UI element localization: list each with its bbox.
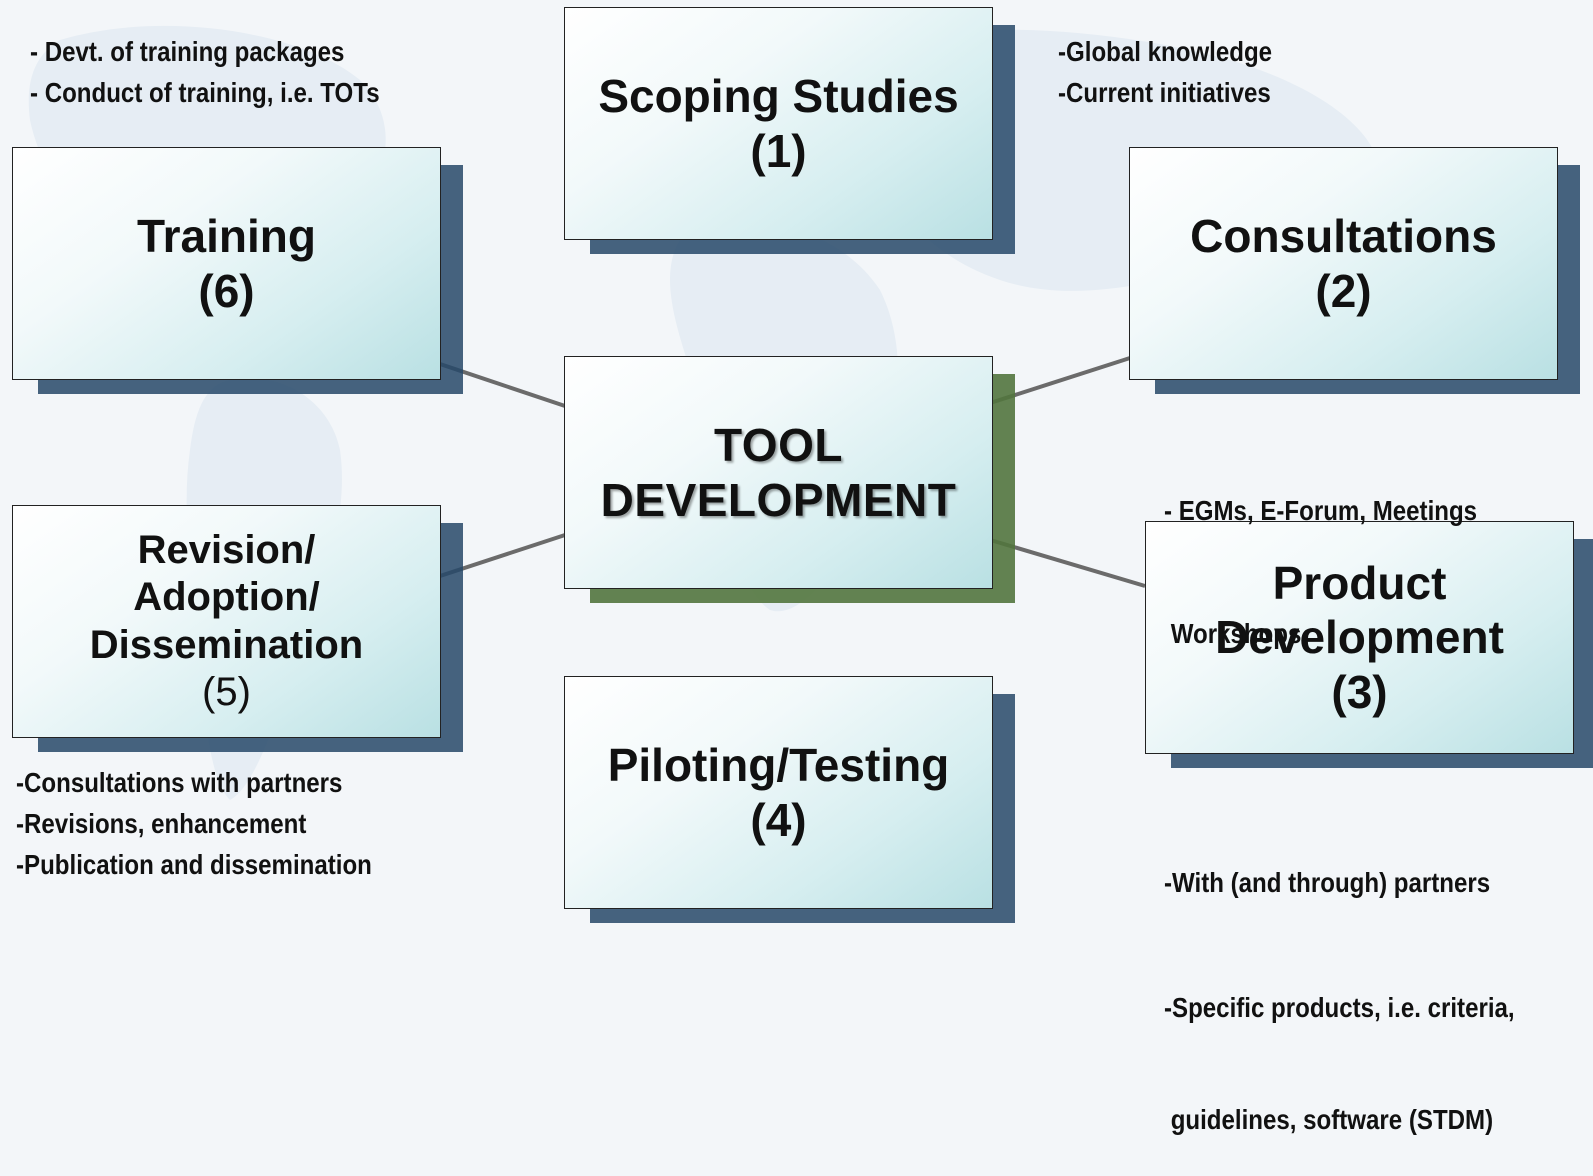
product-development-title-line2: Development — [1215, 611, 1504, 664]
training-note: - Devt. of training packages — [30, 36, 345, 67]
piloting-testing-title: Piloting/Testing — [607, 739, 950, 792]
product-development-title-line1: Product — [1272, 557, 1447, 610]
consultations-box: Consultations (2) — [1129, 147, 1558, 380]
piloting-testing-number: (4) — [750, 793, 807, 846]
consultations-note: - EGMs, E-Forum, Meetings — [1164, 495, 1478, 526]
consultations-title: Consultations — [1190, 210, 1497, 263]
scoping-note: -Current initiatives — [1058, 77, 1271, 108]
revision-notes: -Consultations with partners -Revisions,… — [16, 762, 372, 885]
scoping-notes: -Global knowledge -Current initiatives — [1058, 31, 1272, 113]
product-note: -Specific products, i.e. criteria, — [1164, 992, 1515, 1023]
training-notes: - Devt. of training packages - Conduct o… — [30, 31, 380, 113]
consultations-notes: - EGMs, E-Forum, Meetings Workshops — [1164, 408, 1477, 695]
connector-lines — [439, 356, 1146, 588]
product-notes: -With (and through) partners -Specific p… — [1164, 780, 1515, 1176]
revision-title-line2: Adoption/ — [133, 575, 320, 620]
revision-note: -Consultations with partners — [16, 767, 343, 798]
connector-consultations — [986, 356, 1131, 406]
connector-training — [439, 362, 566, 408]
scoping-note: -Global knowledge — [1058, 36, 1273, 67]
tool-development-line1: TOOL — [714, 419, 843, 472]
tool-development-box: TOOL DEVELOPMENT — [564, 356, 993, 589]
product-development-number: (3) — [1331, 665, 1388, 718]
revision-box: Revision/ Adoption/ Dissemination (5) — [12, 505, 441, 738]
product-note: -With (and through) partners — [1164, 867, 1491, 898]
revision-note: -Publication and dissemination — [16, 849, 372, 880]
connector-product — [986, 537, 1146, 588]
product-note: guidelines, software (STDM) — [1164, 1104, 1494, 1135]
scoping-studies-box: Scoping Studies (1) — [564, 7, 993, 240]
training-title: Training — [137, 210, 316, 263]
revision-title-line3: Dissemination — [89, 622, 364, 667]
training-box: Training (6) — [12, 147, 441, 380]
scoping-studies-number: (1) — [750, 124, 807, 177]
connector-revision — [439, 533, 566, 578]
revision-note: -Revisions, enhancement — [16, 808, 307, 839]
scoping-studies-title: Scoping Studies — [598, 70, 959, 123]
product-development-box: Product Development (3) — [1145, 521, 1574, 754]
training-note: - Conduct of training, i.e. TOTs — [30, 77, 380, 108]
consultations-note: Workshops — [1164, 618, 1302, 649]
consultations-number: (2) — [1315, 264, 1372, 317]
training-number: (6) — [198, 264, 255, 317]
revision-number: (5) — [202, 669, 251, 714]
piloting-testing-box: Piloting/Testing (4) — [564, 676, 993, 909]
tool-development-line2: DEVELOPMENT — [600, 473, 957, 526]
revision-title-line1: Revision/ — [137, 528, 316, 573]
